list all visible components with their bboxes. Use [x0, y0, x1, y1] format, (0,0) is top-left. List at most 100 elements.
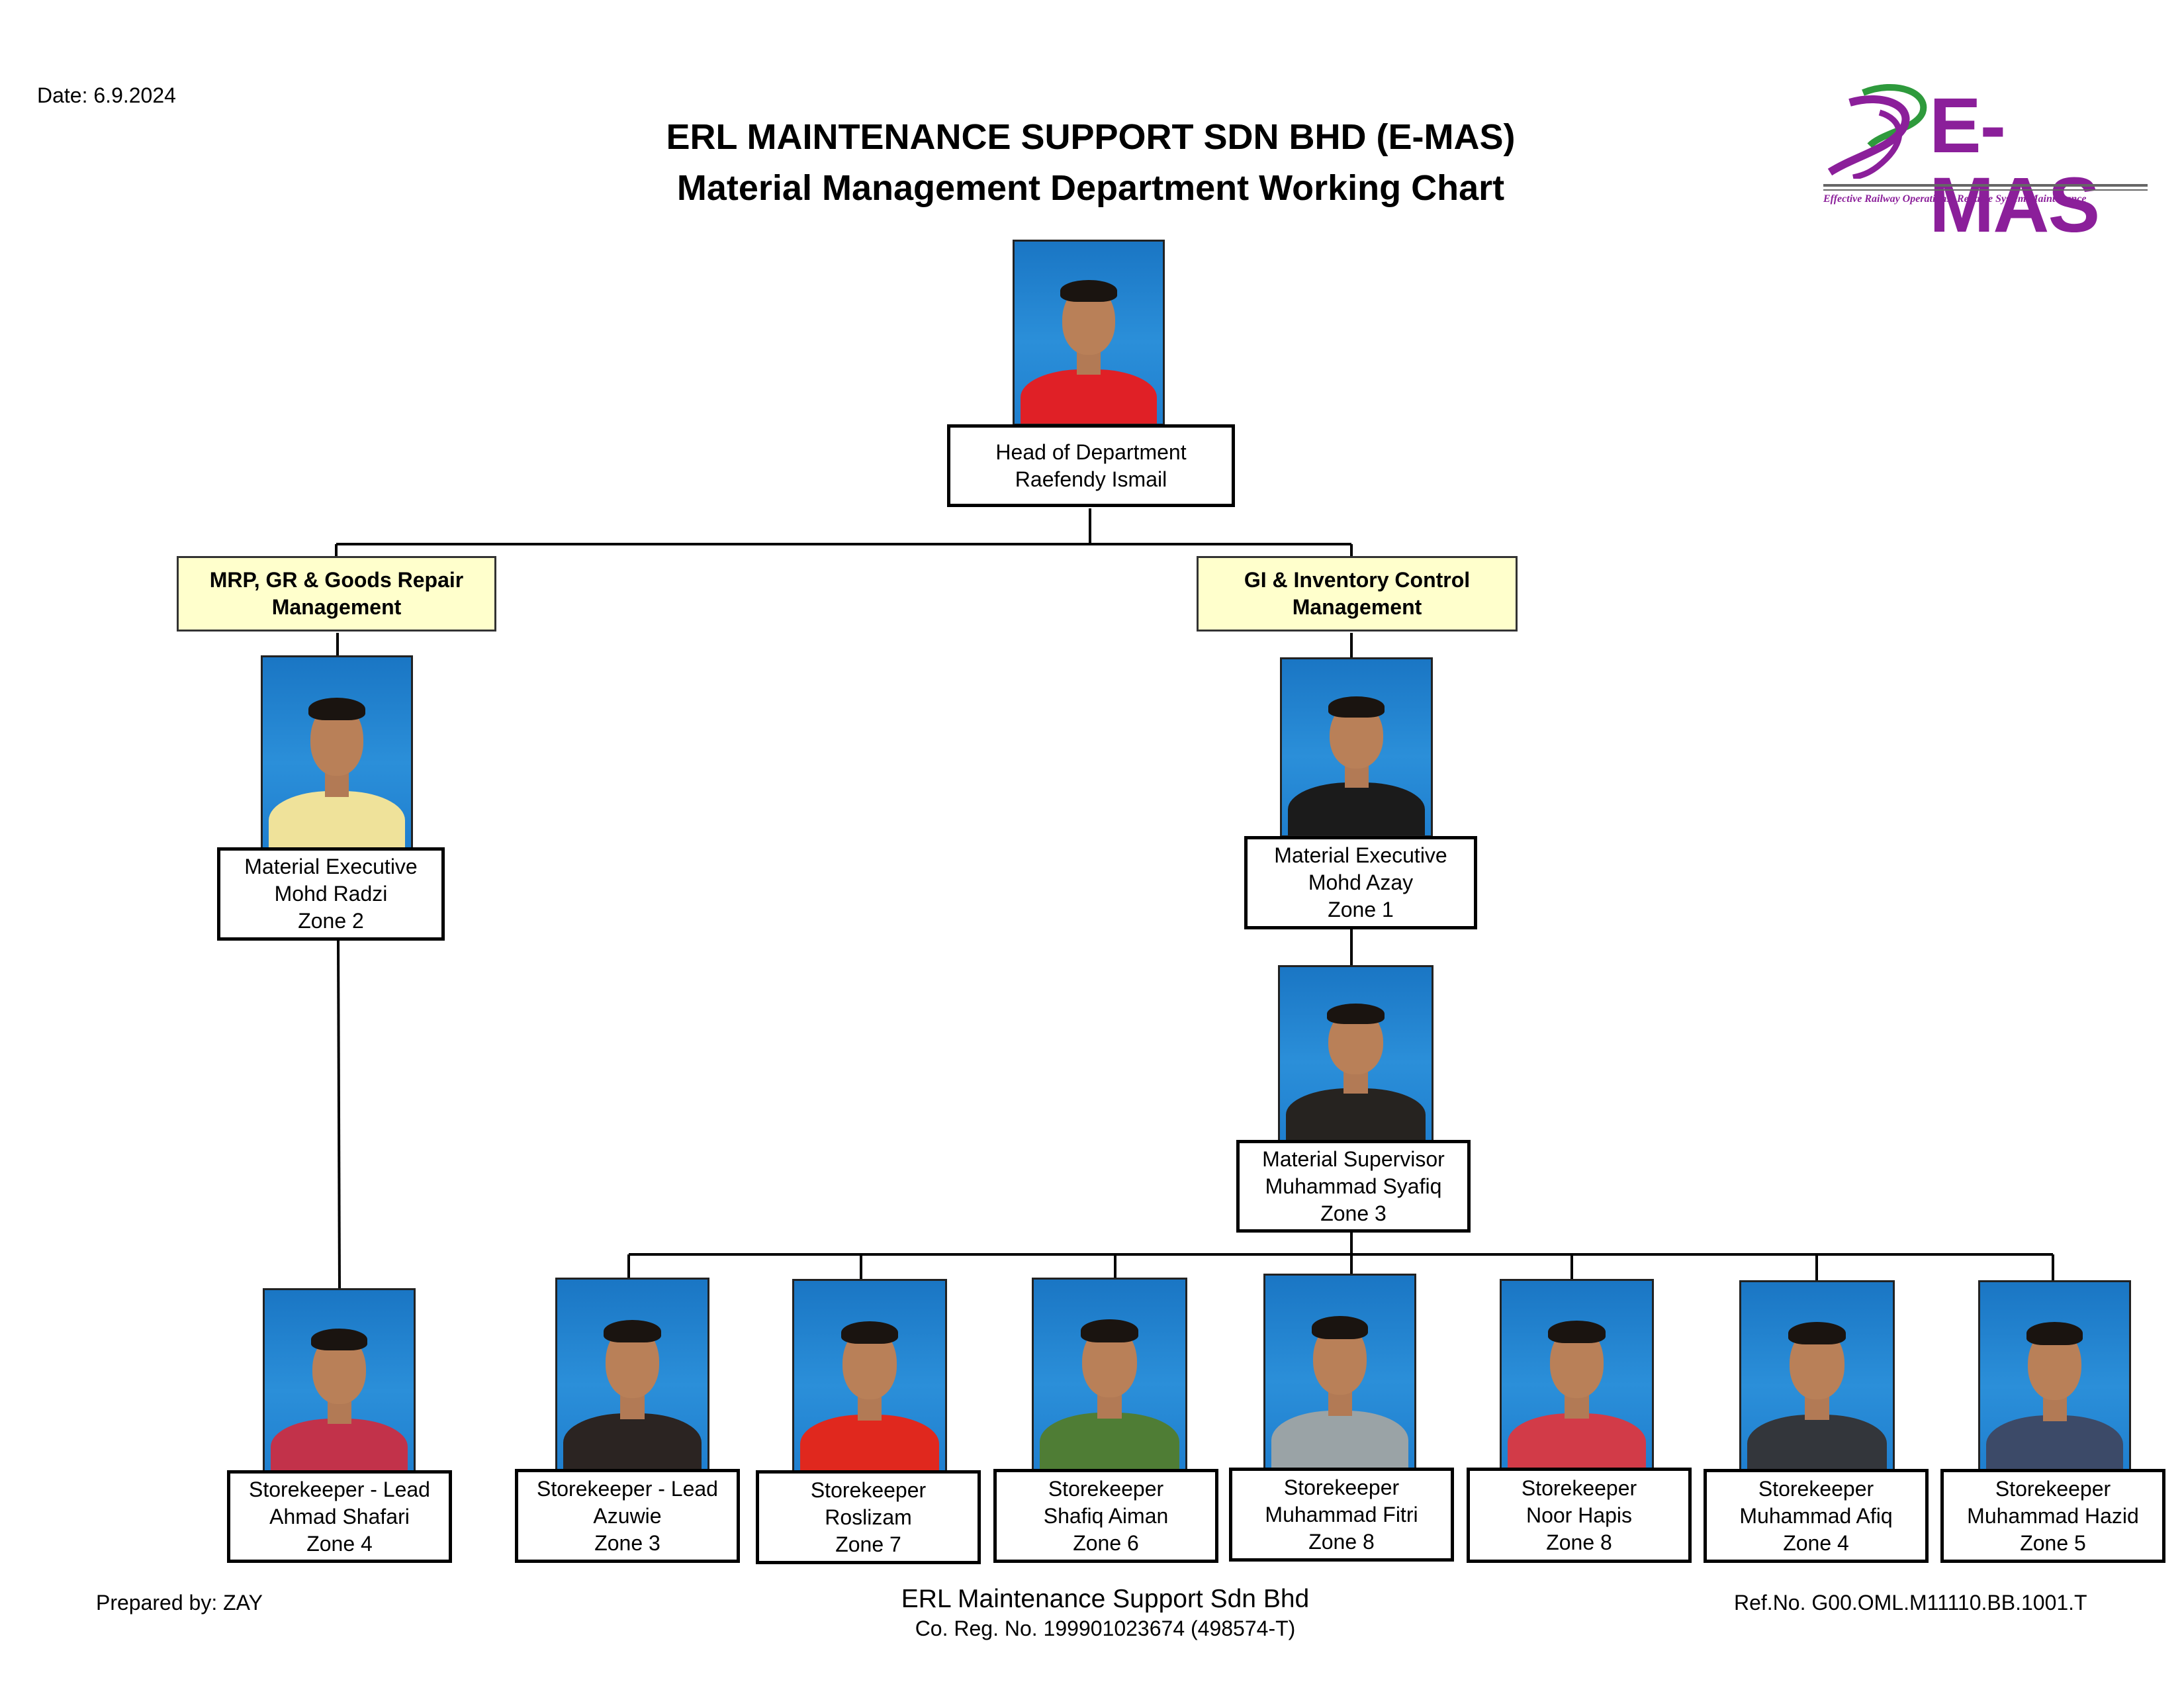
zone-label: Zone 4: [1783, 1530, 1849, 1555]
date-label: Date: 6.9.2024: [37, 83, 176, 107]
zone-label: Zone 3: [1320, 1201, 1387, 1225]
storekeeper-photo-shafiq-aiman: [1032, 1278, 1187, 1472]
logo-rule: [1823, 184, 2148, 187]
storekeeper-photo-azuwie: [555, 1278, 709, 1473]
role-label: Storekeeper: [1521, 1476, 1637, 1500]
storekeeper-photo-afiq: [1739, 1280, 1895, 1473]
footer-reg-no: Co. Reg. No. 199901023674 (498574-T): [915, 1617, 1296, 1640]
name-label: Muhammad Hazid: [1967, 1503, 2139, 1528]
zone-label: Zone 5: [2020, 1530, 2086, 1555]
portrait-shirt: [271, 1418, 408, 1474]
supervisor-box: Material Supervisor Muhammad Syafiq Zone…: [1236, 1140, 1471, 1233]
name-label: Muhammad Fitri: [1265, 1502, 1418, 1526]
logo-rule-2: [1823, 189, 2148, 191]
mgmt-line-1: GI & Inventory Control: [1244, 568, 1471, 592]
portrait-hair: [2026, 1322, 2083, 1345]
executive-photo-azay: [1280, 657, 1433, 837]
zone-label: Zone 4: [306, 1531, 373, 1556]
head-of-department-box: Head of Department Raefendy Ismail: [947, 424, 1235, 507]
storekeeper-photo-hazid: [1978, 1280, 2131, 1474]
storekeeper-photo-hapis: [1500, 1279, 1654, 1472]
role-label: Storekeeper: [1283, 1475, 1400, 1499]
portrait-shirt: [268, 791, 406, 849]
zone-label: Zone 6: [1073, 1530, 1139, 1555]
portrait-hair: [1326, 1003, 1385, 1025]
portrait-shirt: [1020, 369, 1158, 424]
portrait-hair: [310, 1329, 368, 1351]
connector-radzi-shafari: [337, 940, 341, 1290]
role-label: Material Supervisor: [1262, 1147, 1445, 1171]
portrait-shirt: [800, 1415, 939, 1472]
role-label: Storekeeper - Lead: [537, 1476, 718, 1501]
logo-swoosh-icon: [1827, 84, 1927, 179]
storekeeper-box-shafiq-aiman: Storekeeper Shafiq Aiman Zone 6: [993, 1469, 1218, 1563]
storekeeper-box-hazid: Storekeeper Muhammad Hazid Zone 5: [1940, 1469, 2165, 1563]
prepared-by-label: Prepared by: ZAY: [96, 1591, 263, 1615]
mgmt-line-1: MRP, GR & Goods Repair: [209, 568, 464, 592]
portrait-hair: [1788, 1321, 1846, 1345]
logo-text: E-MAS: [1929, 82, 2100, 249]
name-label: Muhammad Syafiq: [1265, 1174, 1442, 1198]
portrait-shirt: [1747, 1414, 1887, 1471]
role-label: Storekeeper: [810, 1477, 927, 1502]
page-subtitle: Material Management Department Working C…: [676, 168, 1505, 208]
portrait-hair: [1328, 696, 1385, 718]
portrait-hair: [1548, 1320, 1606, 1344]
portrait-hair: [1080, 1319, 1138, 1342]
name-label: Raefendy Ismail: [1015, 467, 1167, 491]
storekeeper-box-shafari: Storekeeper - Lead Ahmad Shafari Zone 4: [227, 1470, 452, 1563]
mgmt-line-2: Management: [1292, 595, 1422, 619]
executive-photo-radzi: [261, 655, 413, 851]
name-label: Mohd Azay: [1308, 870, 1414, 894]
role-label: Storekeeper: [1758, 1476, 1874, 1501]
company-logo: E-MAS Effective Railway Operations; Reli…: [1823, 79, 2148, 245]
mgmt-box-mrp: MRP, GR & Goods Repair Management: [177, 556, 496, 632]
mgmt-box-gi: GI & Inventory Control Management: [1197, 556, 1518, 632]
zone-label: Zone 7: [835, 1532, 901, 1556]
portrait-hair: [1060, 279, 1117, 302]
storekeeper-box-roslizam: Storekeeper Roslizam Zone 7: [756, 1470, 981, 1564]
portrait-hair: [1311, 1316, 1369, 1340]
head-photo: [1013, 240, 1165, 426]
footer-ref-no: Ref.No. G00.OML.M11110.BB.1001.T: [1734, 1591, 2087, 1615]
role-label: Head of Department: [995, 440, 1187, 464]
storekeeper-photo-fitri: [1263, 1274, 1416, 1470]
portrait-shirt: [1040, 1412, 1179, 1470]
storekeeper-box-azuwie: Storekeeper - Lead Azuwie Zone 3: [515, 1469, 740, 1563]
name-label: Shafiq Aiman: [1043, 1503, 1169, 1528]
zone-label: Zone 1: [1328, 898, 1394, 921]
portrait-hair: [841, 1321, 899, 1344]
role-label: Storekeeper: [1995, 1476, 2111, 1501]
portrait-shirt: [1508, 1413, 1646, 1470]
footer-company: ERL Maintenance Support Sdn Bhd: [901, 1585, 1310, 1613]
storekeeper-photo-roslizam: [792, 1279, 947, 1474]
zone-label: Zone 8: [1546, 1530, 1612, 1554]
portrait-hair: [604, 1319, 661, 1343]
zone-label: Zone 2: [298, 909, 364, 933]
executive-box-radzi: Material Executive Mohd Radzi Zone 2: [217, 847, 445, 941]
name-label: Mohd Radzi: [274, 882, 388, 906]
portrait-shirt: [1986, 1415, 2123, 1472]
portrait-shirt: [1286, 1088, 1426, 1140]
role-label: Material Executive: [244, 855, 418, 878]
supervisor-photo: [1278, 965, 1433, 1142]
role-label: Material Executive: [1274, 843, 1447, 867]
logo-tagline: Effective Railway Operations; Reliable S…: [1823, 193, 2087, 205]
portrait-shirt: [563, 1413, 702, 1471]
storekeeper-box-fitri: Storekeeper Muhammad Fitri Zone 8: [1229, 1468, 1454, 1562]
role-label: Storekeeper - Lead: [249, 1477, 430, 1501]
storekeeper-box-hapis: Storekeeper Noor Hapis Zone 8: [1467, 1468, 1692, 1563]
zone-label: Zone 3: [594, 1530, 660, 1555]
name-label: Ahmad Shafari: [269, 1504, 410, 1528]
page-title: ERL MAINTENANCE SUPPORT SDN BHD (E-MAS): [666, 117, 1516, 157]
executive-box-azay: Material Executive Mohd Azay Zone 1: [1244, 836, 1477, 929]
role-label: Storekeeper: [1048, 1476, 1164, 1501]
name-label: Roslizam: [825, 1505, 912, 1529]
zone-label: Zone 8: [1308, 1529, 1375, 1554]
name-label: Azuwie: [593, 1503, 662, 1528]
portrait-hair: [308, 697, 365, 721]
storekeeper-box-afiq: Storekeeper Muhammad Afiq Zone 4: [1704, 1469, 1929, 1563]
mgmt-line-2: Management: [271, 595, 402, 619]
name-label: Noor Hapis: [1525, 1503, 1633, 1527]
